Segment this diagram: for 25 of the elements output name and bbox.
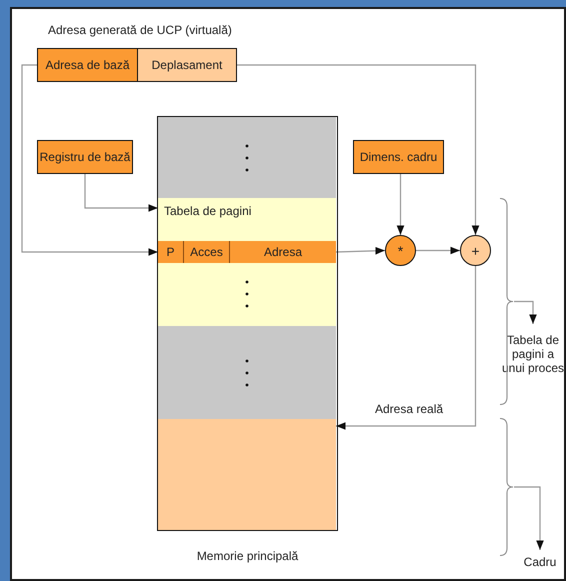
page-table-region xyxy=(158,198,336,326)
register-field: Deplasament xyxy=(137,48,237,82)
arrow xyxy=(336,246,386,255)
brace xyxy=(500,418,514,556)
arrow xyxy=(237,64,480,235)
bracket-caption: Cadru xyxy=(520,554,560,570)
arrow xyxy=(21,64,158,256)
memory-column xyxy=(157,116,338,531)
arrow xyxy=(514,300,537,324)
node-caption: Memorie principală xyxy=(196,549,300,563)
edge-label: Adresa reală xyxy=(375,402,444,416)
heading-text: Adresa generată de UCP (virtuală) xyxy=(48,23,232,37)
frame-region xyxy=(158,419,336,530)
arrow xyxy=(416,246,460,254)
register-field: Adresa de bază xyxy=(37,48,138,82)
table-entry-field: Adresa xyxy=(230,241,336,263)
register-box: Dimens. cadru xyxy=(353,140,444,174)
arrow xyxy=(84,174,158,212)
arrow xyxy=(396,174,404,235)
table-entry-field: Acces xyxy=(184,241,230,263)
table-entry-field: P xyxy=(158,241,184,263)
arrow xyxy=(514,486,544,550)
register-box: Registru de bază xyxy=(37,140,133,174)
arrow xyxy=(336,266,476,430)
region-title: Tabela de pagini xyxy=(164,204,252,218)
